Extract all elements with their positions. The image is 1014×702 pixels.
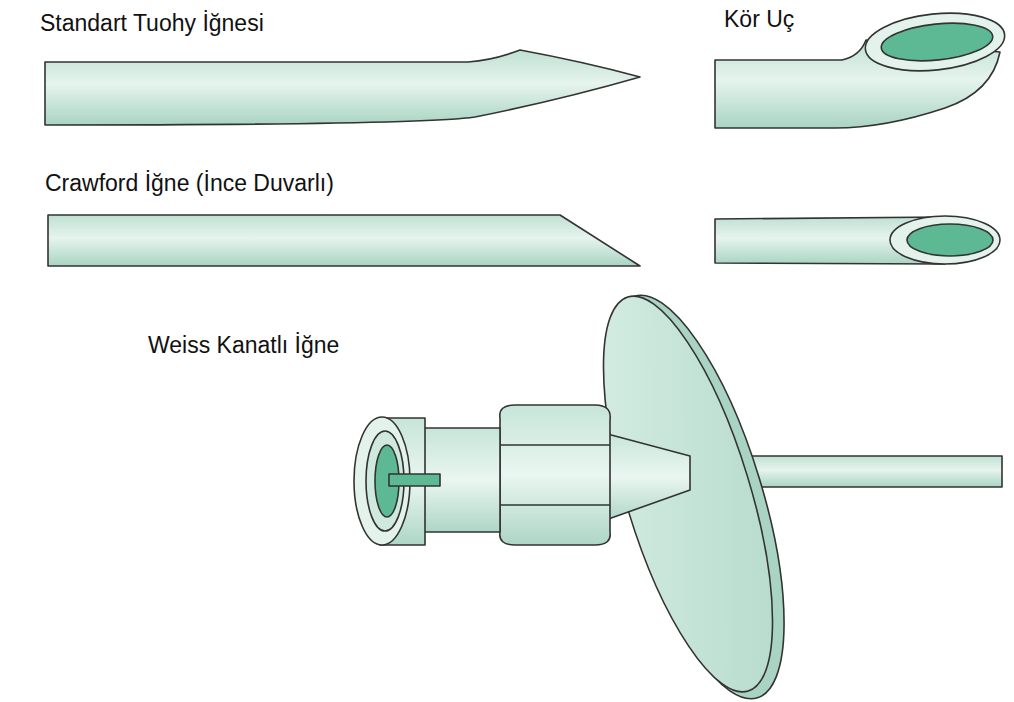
hex-edge — [500, 504, 610, 506]
tuohy-needle — [45, 50, 640, 125]
caption-label: Kör Uç — [724, 6, 794, 34]
blunt-tip-rim — [862, 7, 1007, 77]
weiss-stylet-tab — [389, 474, 440, 486]
caption-label: Crawford İğne (İnce Duvarlı) — [45, 170, 334, 198]
crawford-end-opening — [907, 224, 993, 256]
hex-edge — [500, 444, 610, 446]
weiss-hex-collar — [500, 405, 610, 545]
caption-label: Weiss Kanatlı İğne — [148, 332, 339, 360]
caption-label: Standart Tuohy İğnesi — [40, 10, 264, 38]
crawford-end-rim — [890, 216, 1000, 264]
weiss-cone — [600, 432, 690, 522]
crawford-needle — [48, 215, 640, 266]
blunt-tip-opening — [879, 18, 994, 66]
